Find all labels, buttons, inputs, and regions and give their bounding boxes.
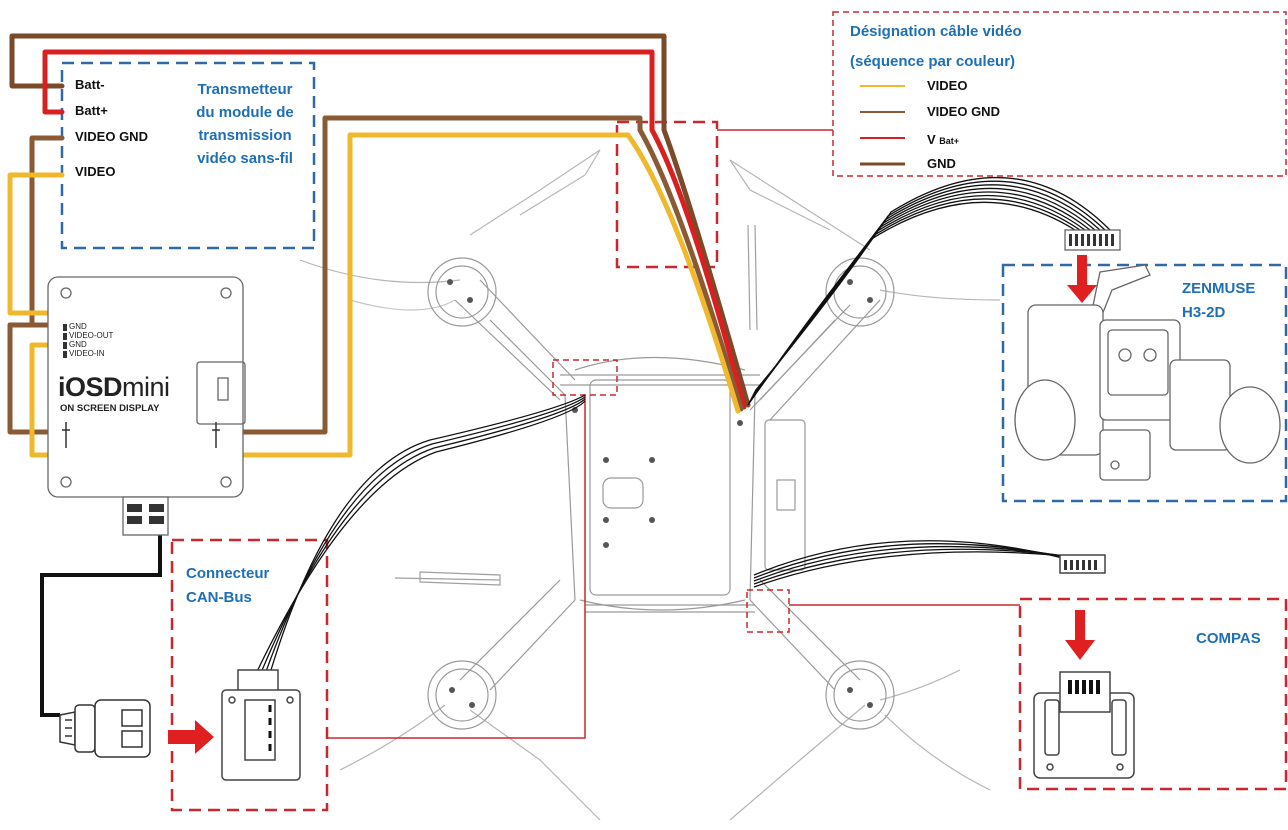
can-box bbox=[170, 538, 329, 812]
iosd-pin-gnd-1: GND bbox=[69, 322, 87, 331]
compas-label: COMPAS bbox=[1196, 630, 1261, 647]
tx-pin-video-gnd: VIDEO GND bbox=[75, 129, 148, 144]
legend-swatches bbox=[860, 85, 905, 166]
transmitter-title-line4: vidéo sans-fil bbox=[197, 150, 293, 167]
can-port-box bbox=[552, 359, 618, 396]
iosd-pin-video-out: VIDEO-OUT bbox=[69, 331, 114, 340]
arrow-compas bbox=[1065, 610, 1095, 660]
iosd-pin-gnd-2: GND bbox=[69, 340, 87, 349]
can-label-line1: Connecteur bbox=[186, 565, 270, 582]
tx-pin-batt-plus: Batt+ bbox=[75, 103, 108, 118]
legend-label-vbat: V Bat+ bbox=[927, 132, 960, 147]
iosd-pin-video-in: VIDEO-IN bbox=[69, 349, 105, 358]
iosd-module bbox=[47, 276, 246, 536]
iosd-brand: iOSDmini bbox=[58, 372, 170, 402]
compas-module bbox=[1033, 554, 1135, 779]
leader-lines bbox=[327, 129, 1020, 739]
arrow-zenmuse bbox=[1067, 255, 1097, 303]
compas-port-box bbox=[746, 589, 790, 633]
legend-title-line2: (séquence par couleur) bbox=[850, 53, 1016, 70]
legend-box bbox=[832, 11, 1287, 177]
legend-label-gnd: GND bbox=[927, 156, 956, 171]
transmitter-title-line2: du module de bbox=[196, 104, 294, 121]
zenmuse-label-line1: ZENMUSE bbox=[1182, 280, 1256, 297]
can-connector bbox=[221, 669, 301, 781]
transmitter-title-line3: transmission bbox=[198, 127, 292, 144]
drone-frame bbox=[299, 149, 1001, 821]
legend-label-video-gnd: VIDEO GND bbox=[927, 104, 1000, 119]
video-cable bbox=[7, 33, 751, 458]
compas-box bbox=[1018, 597, 1288, 791]
transmitter-title: Transmetteur du module de transmission v… bbox=[175, 78, 315, 170]
plug-connector bbox=[59, 699, 151, 758]
transmitter-box bbox=[60, 61, 316, 250]
tx-pin-batt-minus: Batt- bbox=[75, 77, 105, 92]
zenmuse-label-line2: H3-2D bbox=[1182, 304, 1226, 321]
legend-title-line1: Désignation câble vidéo bbox=[850, 23, 1022, 40]
iosd-subtitle: ON SCREEN DISPLAY bbox=[60, 403, 160, 414]
can-label-line2: CAN-Bus bbox=[186, 589, 252, 606]
iosd-brand-suffix: mini bbox=[122, 372, 170, 402]
black-cables bbox=[40, 176, 1111, 717]
legend-label-video: VIDEO bbox=[927, 78, 968, 93]
video-cable-box bbox=[615, 120, 719, 269]
arrow-can bbox=[168, 720, 214, 754]
zenmuse-gimbal bbox=[1014, 229, 1281, 481]
tx-pin-video: VIDEO bbox=[75, 164, 116, 179]
transmitter-title-line1: Transmetteur bbox=[197, 81, 293, 98]
legend-label-vbat-sub: Bat+ bbox=[939, 136, 960, 146]
red-arrows bbox=[168, 255, 1097, 754]
